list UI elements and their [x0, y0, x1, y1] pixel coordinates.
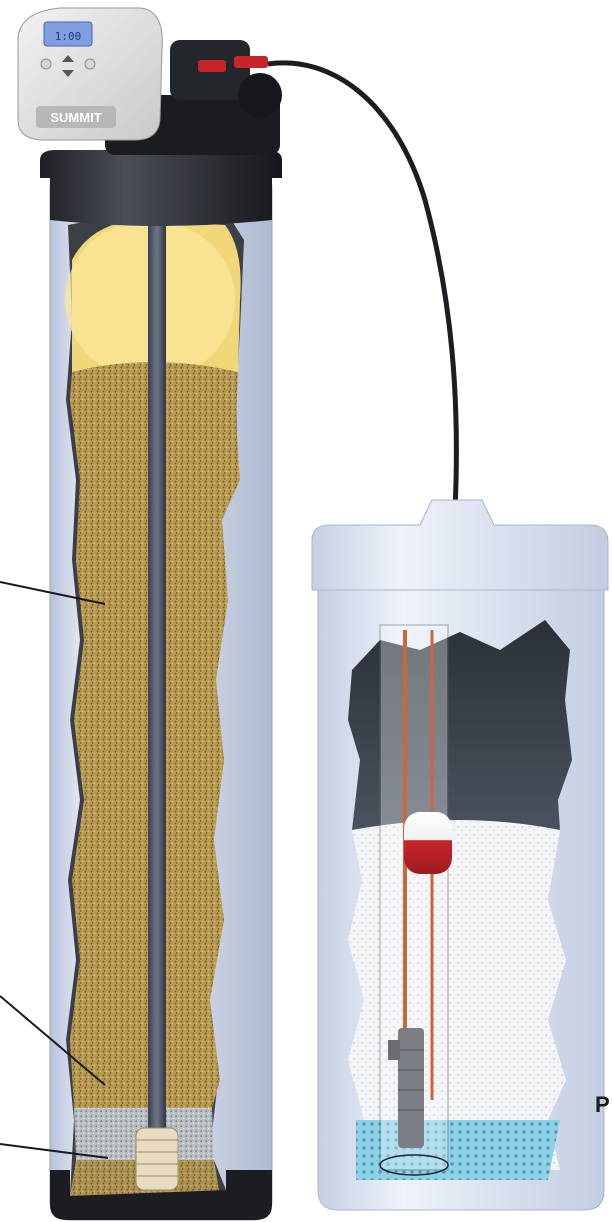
brine-tank-lid [312, 500, 608, 590]
control-valve: 1:00 SUMMIT [18, 8, 282, 155]
controller-head: 1:00 SUMMIT [18, 8, 162, 140]
mineral-tank-cap [40, 150, 282, 226]
controller-brand: SUMMIT [50, 110, 101, 125]
menu-button-icon [41, 59, 51, 69]
float [404, 812, 452, 874]
edge-label: P [595, 1092, 610, 1118]
bypass-red-handle [198, 60, 226, 72]
bypass-red-handle-2 [234, 56, 268, 68]
brine-tank [312, 500, 608, 1210]
distributor-tube [148, 200, 166, 1175]
distributor-basket [136, 1128, 178, 1190]
brine-line [268, 63, 456, 510]
menu-button-icon [85, 59, 95, 69]
lcd-display-text: 1:00 [55, 30, 82, 43]
